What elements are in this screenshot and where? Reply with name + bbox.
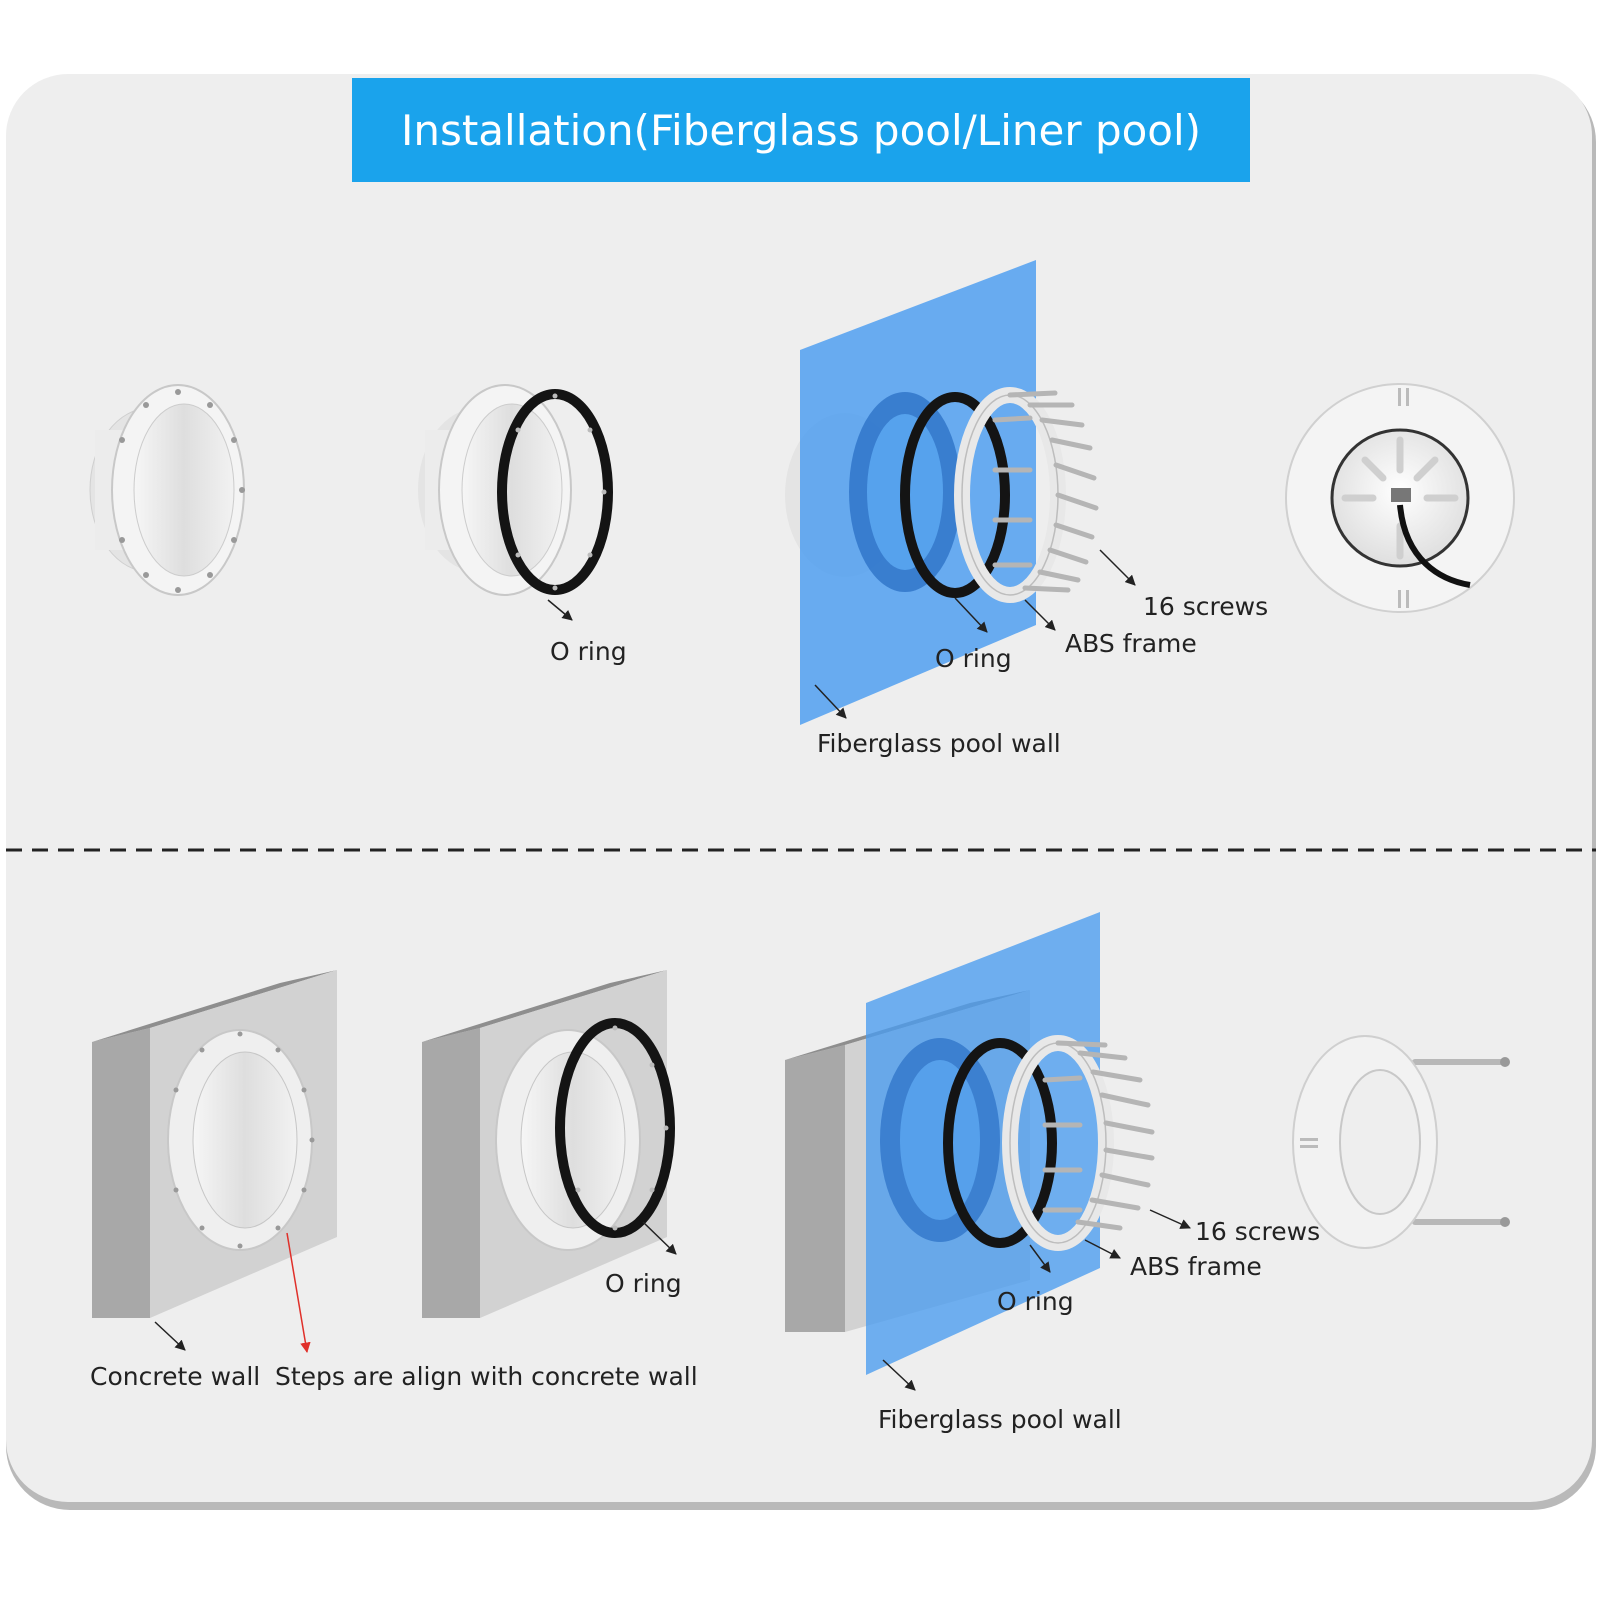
bottom-o-ring-label-2: O ring [997, 1287, 1074, 1316]
bottom-steps-note-label: Steps are align with concrete wall [275, 1362, 698, 1391]
o-ring [555, 1018, 675, 1238]
niche-with-o-ring-illustration [418, 384, 613, 596]
top-o-ring-label-1: O ring [550, 637, 627, 666]
screws-pointer-bottom [1149, 1209, 1191, 1229]
card-background [6, 74, 1592, 1502]
concrete-wall-with-o-ring-illustration [422, 970, 675, 1318]
top-fiberglass-wall-label: Fiberglass pool wall [817, 729, 1061, 758]
o-ring-pointer-3 [642, 1221, 677, 1255]
bottom-fiberglass-wall-label: Fiberglass pool wall [878, 1405, 1122, 1434]
pool-light-ring-side-view [1292, 1035, 1510, 1249]
niche-illustration-1 [89, 384, 245, 596]
o-ring-pointer-1 [547, 599, 573, 621]
concrete-wall-pointer [154, 1321, 186, 1351]
o-ring [900, 392, 1010, 598]
concrete-wall-with-niche-illustration [92, 970, 337, 1318]
o-ring [943, 1038, 1057, 1248]
top-o-ring-label-2: O ring [935, 644, 1012, 673]
abs-frame-pointer-top [1024, 599, 1056, 631]
bottom-o-ring-label-1: O ring [605, 1269, 682, 1298]
screws [992, 390, 1099, 593]
fiberglass-wall-pointer-top [814, 684, 847, 719]
screws-pointer-top [1099, 549, 1136, 586]
screws [1042, 1040, 1155, 1231]
bottom-concrete-wall-label: Concrete wall [90, 1362, 260, 1391]
pool-light-front-view [1285, 383, 1515, 613]
o-ring-pointer-2 [954, 597, 988, 633]
top-abs-frame-label: ABS frame [1065, 629, 1197, 658]
bottom-abs-frame-label: ABS frame [1130, 1252, 1262, 1281]
bottom-screws-label: 16 screws [1195, 1217, 1320, 1246]
concrete-assembly-bottom [785, 912, 1155, 1375]
o-ring-pointer-4 [1029, 1244, 1051, 1273]
abs-frame-pointer-bottom [1084, 1239, 1121, 1259]
steps-alignment-pointer [286, 1232, 311, 1354]
page-title: Installation(Fiberglass pool/Liner pool) [401, 106, 1201, 155]
title-banner [352, 78, 1250, 182]
fiberglass-wall-pointer-bottom [882, 1359, 916, 1391]
fiberglass-assembly-top [785, 260, 1099, 725]
top-screws-label: 16 screws [1143, 592, 1268, 621]
